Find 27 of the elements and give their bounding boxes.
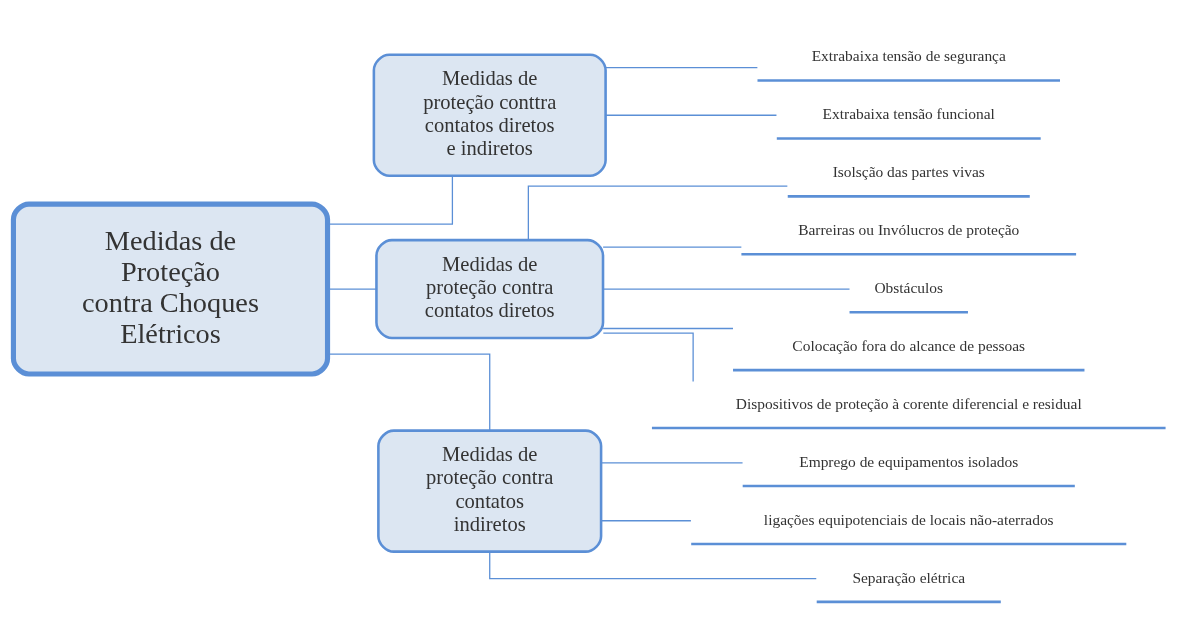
node-box: Medidas de proteção contra contatos indiretos	[377, 428, 603, 553]
connector	[600, 461, 744, 463]
node-text: Obstáculos	[874, 278, 944, 296]
connector	[602, 327, 734, 329]
connector	[327, 174, 454, 225]
node-text: Dispositivos de proteção à corente diferencial e residual	[735, 394, 1082, 412]
connector	[327, 287, 377, 290]
connector	[327, 352, 491, 431]
node-text: Extrabaixa tensão de segurança	[811, 46, 1006, 64]
connector	[602, 287, 851, 290]
connector	[527, 184, 788, 241]
connector	[605, 114, 778, 116]
node-box: Medidas de proteção conttra contatos diretos e indiretos	[372, 52, 607, 177]
node-text: Emprego de equipamentos isolados	[799, 452, 1019, 470]
node-text: Barreiras ou Invólucros de proteção	[798, 220, 1020, 238]
connector	[605, 66, 759, 68]
node-text: ligações equipotenciais de locais não-aterrados	[763, 510, 1054, 528]
node-text: Separação elétrica	[852, 568, 966, 586]
connector	[600, 519, 692, 521]
node-box: Medidas de proteção contra contatos diretos	[375, 238, 605, 339]
connector	[602, 332, 694, 382]
connector	[602, 246, 742, 248]
connector	[489, 550, 817, 579]
node-text: Colocação fora do alcance de pessoas	[792, 336, 1026, 354]
node-box: Medidas de Proteção contra Choques Elétricos	[10, 201, 331, 377]
node-text: Isolsção das partes vivas	[832, 162, 985, 180]
node-text: Extrabaixa tensão funcional	[822, 104, 995, 122]
